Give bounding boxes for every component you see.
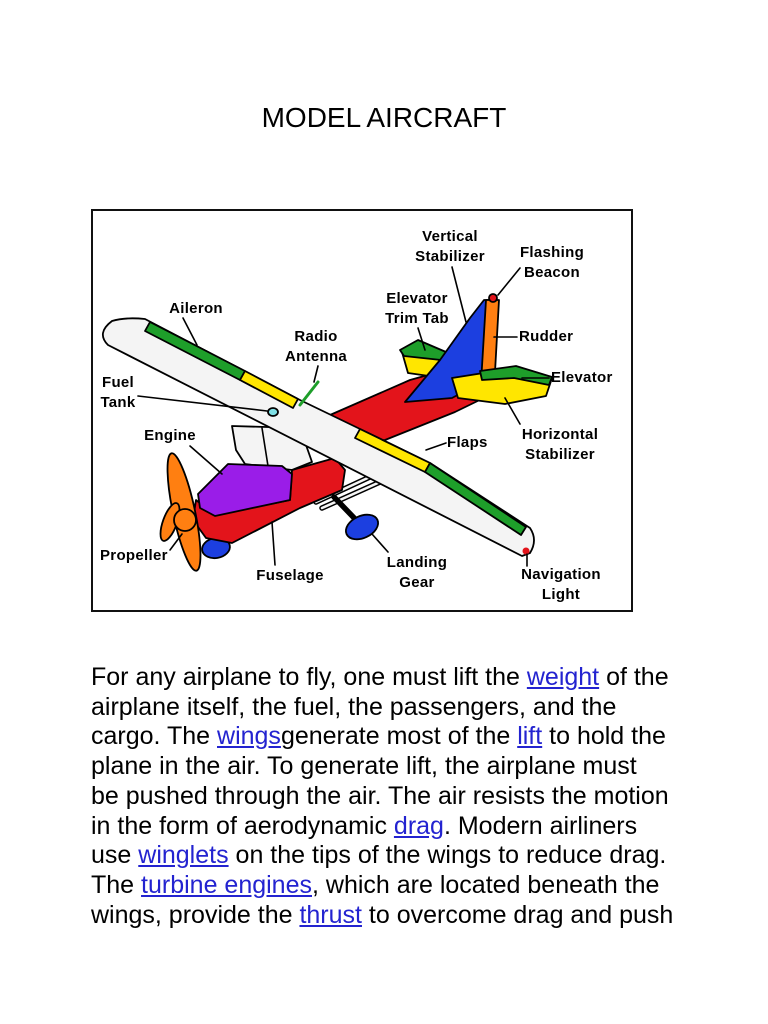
label-radio-antenna: Radio Antenna	[284, 328, 348, 365]
flashing-beacon	[488, 293, 498, 303]
paragraph-text: airplane itself, the fuel, the passenger…	[91, 692, 617, 721]
paragraph-text: plane in the air. To generate lift, the …	[91, 752, 637, 781]
cabin-window-frame	[261, 427, 269, 467]
leader-fuel-tank	[137, 395, 268, 412]
paragraph-text: to overcome drag and push	[361, 900, 674, 929]
leader-flashing-beacon	[497, 267, 521, 296]
radio-antenna	[298, 380, 320, 407]
paragraph-text: For any airplane to fly, one must lift t…	[91, 663, 527, 691]
label-elevator-trim-tab: Elevator Trim Tab	[385, 290, 449, 327]
link-thrust[interactable]: thrust	[299, 900, 362, 929]
leader-aileron	[182, 317, 198, 346]
paragraph-text: of the	[599, 663, 669, 691]
airplane-illustration	[102, 266, 553, 572]
paragraph-text: in the form of aerodynamic	[91, 811, 394, 840]
leader-radio-antenna	[313, 365, 319, 383]
label-rudder: Rudder	[519, 328, 574, 345]
paragraph-text: wings, provide the	[91, 900, 300, 929]
leader-propeller	[169, 533, 183, 551]
label-horizontal-stabilizer: Horizontal Stabilizer	[521, 426, 599, 463]
paragraph-text: . Modern airliners	[443, 811, 638, 840]
paragraph-text: use	[91, 841, 139, 870]
paragraph-text: be pushed through the air. The air resis…	[91, 781, 669, 810]
leader-flaps	[425, 442, 447, 451]
page-title: MODEL AIRCRAFT	[261, 102, 507, 133]
link-weight[interactable]: weight	[526, 663, 600, 691]
link-drag[interactable]: drag	[393, 811, 444, 840]
paragraph-text: cargo. The	[91, 722, 218, 751]
flap-left	[239, 370, 299, 409]
link-wings[interactable]: wings	[217, 722, 281, 751]
propeller-spinner	[173, 508, 197, 532]
paragraph-text: to hold the	[542, 722, 666, 751]
label-elevator: Elevator	[551, 369, 613, 386]
paragraph-line: plane in the air. To generate lift, the …	[91, 752, 673, 782]
paragraph-text: The	[91, 870, 142, 899]
body-paragraph: For any airplane to fly, one must lift t…	[91, 663, 673, 930]
label-flaps: Flaps	[447, 434, 488, 451]
leader-elevator-trim-tab	[417, 327, 426, 351]
label-vertical-stabilizer: Vertical Stabilizer	[415, 228, 485, 265]
paragraph-line: use winglets on the tips of the wings to…	[91, 841, 673, 871]
fuel-tank-cap	[267, 407, 279, 417]
leader-fuselage	[271, 521, 276, 566]
main-wheel	[345, 513, 379, 541]
paragraph-line: For any airplane to fly, one must lift t…	[91, 663, 673, 693]
wing-strut-fill	[320, 480, 382, 510]
engine-cowling	[197, 463, 293, 517]
paragraph-line: wings, provide the thrust to overcome dr…	[91, 901, 673, 931]
elevator	[479, 365, 553, 386]
aircraft-diagram-frame	[91, 209, 633, 612]
paragraph-line: in the form of aerodynamic drag. Modern …	[91, 812, 673, 842]
paragraph-line: airplane itself, the fuel, the passenger…	[91, 693, 673, 723]
main-wing	[102, 317, 535, 557]
leader-engine	[189, 445, 223, 475]
aileron-right	[424, 462, 527, 536]
paragraph-line: The turbine engines, which are located b…	[91, 871, 673, 901]
link-lift[interactable]: lift	[517, 722, 543, 751]
navigation-light	[522, 547, 530, 555]
link-turbine-engines[interactable]: turbine engines	[141, 870, 312, 899]
leader-vertical-stabilizer	[451, 266, 467, 323]
leader-horizontal-stabilizer	[504, 397, 521, 425]
paragraph-line: be pushed through the air. The air resis…	[91, 782, 673, 812]
label-fuel-tank: Fuel Tank	[100, 374, 136, 411]
paragraph-text: on the tips of the wings to reduce drag.	[228, 841, 667, 870]
label-aileron: Aileron	[169, 300, 223, 317]
label-navigation-light: Navigation Light	[521, 566, 601, 603]
paragraph-text: generate most of the	[280, 722, 518, 751]
leader-landing-gear	[371, 533, 389, 553]
label-fuselage: Fuselage	[256, 567, 324, 584]
label-landing-gear: Landing Gear	[386, 554, 448, 591]
paragraph-text: , which are located beneath the	[312, 870, 660, 899]
label-propeller: Propeller	[100, 547, 168, 564]
label-flashing-beacon: Flashing Beacon	[519, 244, 585, 281]
link-winglets[interactable]: winglets	[138, 841, 229, 870]
paragraph-line: cargo. The wingsgenerate most of the lif…	[91, 722, 673, 752]
label-engine: Engine	[144, 427, 196, 444]
